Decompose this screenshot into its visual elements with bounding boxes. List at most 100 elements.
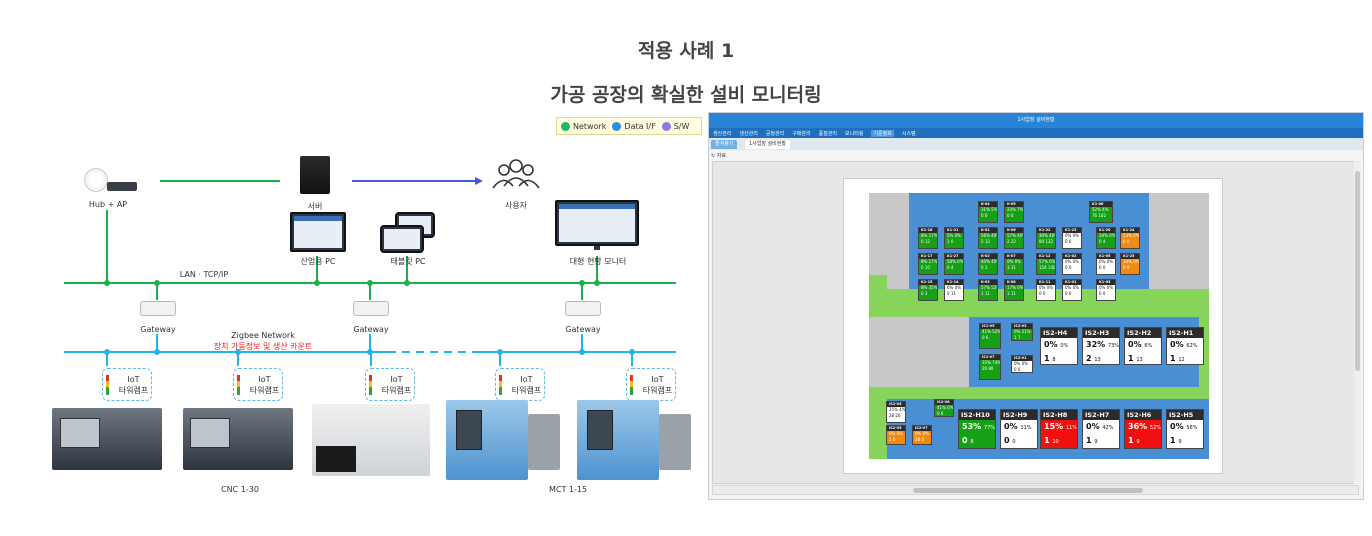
mct-machine-image <box>659 414 691 470</box>
gray-zone <box>1149 193 1209 289</box>
equipment-count: 0 0 <box>1014 367 1021 372</box>
case-title: 적용 사례 1 <box>637 40 735 62</box>
equipment-rate: 0% 0% <box>1065 259 1079 264</box>
equipment-rate: 0% 0% <box>915 431 929 436</box>
cnc-label: CNC 1-30 <box>221 485 259 494</box>
equipment-rate-total: 62% <box>1186 343 1198 349</box>
equipment-count: 28 20 <box>889 413 901 418</box>
equipment-rate: 0% <box>1086 422 1103 431</box>
equipment-rate: 8% 17% <box>921 259 938 264</box>
equipment-name: IS2-H6 <box>1125 410 1161 420</box>
equipment-rate-total: 6% <box>1144 343 1153 349</box>
equipment-count: 1 11 <box>981 291 990 296</box>
equipment-rate-total: 11% <box>1020 425 1032 431</box>
horizontal-scrollbar[interactable] <box>712 485 1359 495</box>
equipment-name: K1-05 <box>1097 254 1115 259</box>
equipment-name: K-07 <box>1005 254 1023 259</box>
equipment-rate-total: 0% <box>1060 343 1069 349</box>
menu-item[interactable]: 생산관리 <box>713 130 732 137</box>
menu-item[interactable]: 기준정보 <box>871 129 894 137</box>
equipment-count-total: 13 <box>1094 357 1101 363</box>
equipment-name: IS2-V3 <box>1012 324 1032 329</box>
menu-item[interactable]: 생산관리 <box>739 130 758 137</box>
gateway-icon <box>353 301 389 316</box>
equipment-name: IS1-V7 <box>980 355 1000 360</box>
equipment-name: IS2-H1 <box>1167 328 1203 338</box>
equipment-count: 0 4 <box>1099 239 1106 244</box>
equipment-name: K1-06 <box>1090 202 1112 207</box>
equipment-count: 5 12 <box>981 239 990 244</box>
equipment-rate: 17% 0% <box>1007 285 1024 290</box>
equipment-name: K1-14 <box>945 280 963 285</box>
equipment-name: K1-21 <box>945 228 963 233</box>
equipment-name: K1-12 <box>1037 254 1055 259</box>
gray-zone <box>869 193 909 289</box>
equipment-rate: 40% 40% <box>981 259 997 264</box>
equipment-rate-total: 56% <box>1186 425 1198 431</box>
equipment-count: 0 0 <box>981 213 988 218</box>
menu-bar: 생산관리 생산관리 공정관리 구매관리 품질관리 모니터링 기준정보 시스템 <box>709 128 1363 138</box>
equipment-name: K1-16 <box>919 228 937 233</box>
mct-label: MCT 1-15 <box>548 485 588 494</box>
equipment-name: K1-20 <box>1097 228 1115 233</box>
equipment-count-total: 9 <box>1178 439 1182 445</box>
equipment-count-total: 9 <box>1094 439 1098 445</box>
tab-favorites[interactable]: 즐겨찾기 <box>711 140 738 149</box>
menu-item[interactable]: 품질관리 <box>818 130 838 137</box>
equipment-count: 0 10 <box>921 265 930 270</box>
equipment-count: 0 3 <box>921 291 928 296</box>
menu-item[interactable]: 공정관리 <box>765 130 785 137</box>
equipment-count: 0 6 <box>937 411 944 416</box>
equipment-rate: 15% <box>1044 422 1066 431</box>
equipment-count: 1 <box>1086 436 1095 445</box>
menu-item[interactable]: 모니터링 <box>845 130 864 137</box>
equipment-name: K1-11 <box>1037 280 1055 285</box>
equipment-rate-total: 42% <box>1102 425 1114 431</box>
zigbee-label: Zigbee Network <box>231 331 295 340</box>
equipment-count: 0 0 <box>1123 239 1130 244</box>
equipment-count: 0 0 <box>1065 239 1072 244</box>
equipment-count: 0 <box>962 436 971 445</box>
equipment-rate: 41% 52% <box>982 329 1001 334</box>
equipment-rate: 57% 0% <box>1039 259 1056 264</box>
equipment-count: 1 <box>1044 354 1053 363</box>
gateway-icon <box>140 301 176 316</box>
equipment-count: 1 <box>1128 354 1137 363</box>
vertical-scrollbar[interactable] <box>1354 161 1361 484</box>
hub-icon <box>84 168 108 192</box>
tab-equipment-status[interactable]: 1사업장 설비현황 <box>745 140 790 149</box>
equipment-rate: 25% 4% <box>889 407 906 412</box>
lan-label: LAN · TCP/IP <box>179 270 229 279</box>
equipment-rate: 5% 0% <box>947 233 961 238</box>
equipment-count: 1 <box>1170 354 1179 363</box>
equipment-count: 1 <box>1128 436 1137 445</box>
equipment-count-total: 12 <box>1178 357 1185 363</box>
equipment-name: K-08 <box>1005 280 1023 285</box>
menu-item[interactable]: 시스템 <box>901 130 916 137</box>
menu-item[interactable]: 구매관리 <box>792 130 811 137</box>
equipment-rate: 53% 0% <box>1123 233 1140 238</box>
refresh-button[interactable]: ↻ 자료 <box>711 153 726 159</box>
equipment-rate: 0% 0% <box>1039 285 1053 290</box>
equipment-rate: 36% <box>1128 422 1150 431</box>
equipment-rate: 23% 7% <box>1007 207 1024 212</box>
